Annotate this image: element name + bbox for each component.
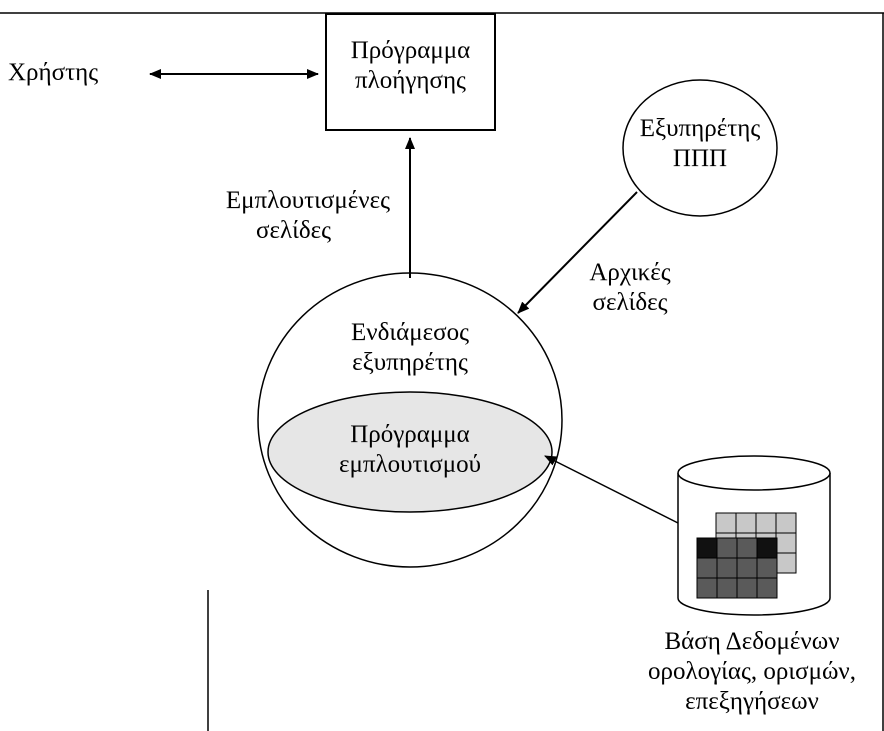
grid-cell-front [696, 557, 718, 579]
browser-label: Πρόγραμμα πλοήγησης [326, 36, 495, 96]
original-pages-label: Αρχικές σελίδες [560, 258, 700, 318]
www-server-label: Εξυπηρέτης ΠΠΠ [620, 114, 780, 174]
proxy-server-label-line2: εξυπηρέτης [352, 349, 468, 376]
grid-cell-front [756, 537, 778, 559]
original-pages-label-line2: σελίδες [592, 289, 668, 316]
browser-label-line1: Πρόγραμμα [350, 37, 471, 64]
grid-cell-front [756, 557, 778, 579]
grid-cell-front [696, 537, 718, 559]
enriched-pages-label-line2: σελίδες [256, 217, 331, 244]
enrichment-program-ellipse [267, 391, 553, 513]
user-label: Χρήστης [8, 58, 98, 88]
grid-cell-front [736, 537, 758, 559]
grid-cell-back [775, 512, 797, 534]
browser-box [325, 13, 496, 131]
grid-cell-front [696, 577, 718, 599]
grid-cell-back [715, 512, 737, 534]
grid-cell-front [716, 577, 738, 599]
browser-label-line2: πλοήγησης [355, 67, 466, 94]
database-label-line1: Βάση Δεδομένων [664, 628, 840, 655]
proxy-server-label-line1: Ενδιάμεσος [351, 319, 469, 346]
grid-cell-front [736, 557, 758, 579]
database-grid-icon [696, 512, 797, 599]
database-label-line3: επεξηγήσεων [685, 688, 819, 715]
database-label-line2: ορολογίας, ορισμών, [648, 658, 856, 685]
grid-cell-back [735, 512, 757, 534]
enriched-pages-label-line1: Εμπλουτισμένες [225, 187, 390, 214]
database-label: Βάση Δεδομένων ορολογίας, ορισμών, επεξη… [620, 627, 884, 717]
grid-cell-front [756, 577, 778, 599]
user-label-text: Χρήστης [8, 59, 99, 86]
grid-cell-back [775, 532, 797, 554]
www-server-ellipse [622, 79, 778, 217]
grid-cell-back [755, 512, 777, 534]
www-server-label-line2: ΠΠΠ [672, 145, 728, 172]
database-arrow [544, 455, 679, 524]
www-server-label-line1: Εξυπηρέτης [639, 115, 761, 142]
proxy-server-label: Ενδιάμεσος εξυπηρέτης [310, 318, 510, 378]
enrichment-program-label-line1: Πρόγραμμα [350, 421, 470, 448]
grid-cell-front [736, 577, 758, 599]
enrichment-program-label: Πρόγραμμα εμπλουτισμού [310, 420, 510, 480]
enriched-pages-label: Εμπλουτισμένες σελίδες [190, 186, 390, 246]
grid-cell-back [775, 552, 797, 574]
enrichment-program-label-line2: εμπλουτισμού [338, 451, 482, 478]
original-pages-arrow [517, 191, 638, 314]
grid-cell-front [716, 557, 738, 579]
original-pages-label-line1: Αρχικές [589, 259, 671, 286]
grid-cell-front [716, 537, 738, 559]
